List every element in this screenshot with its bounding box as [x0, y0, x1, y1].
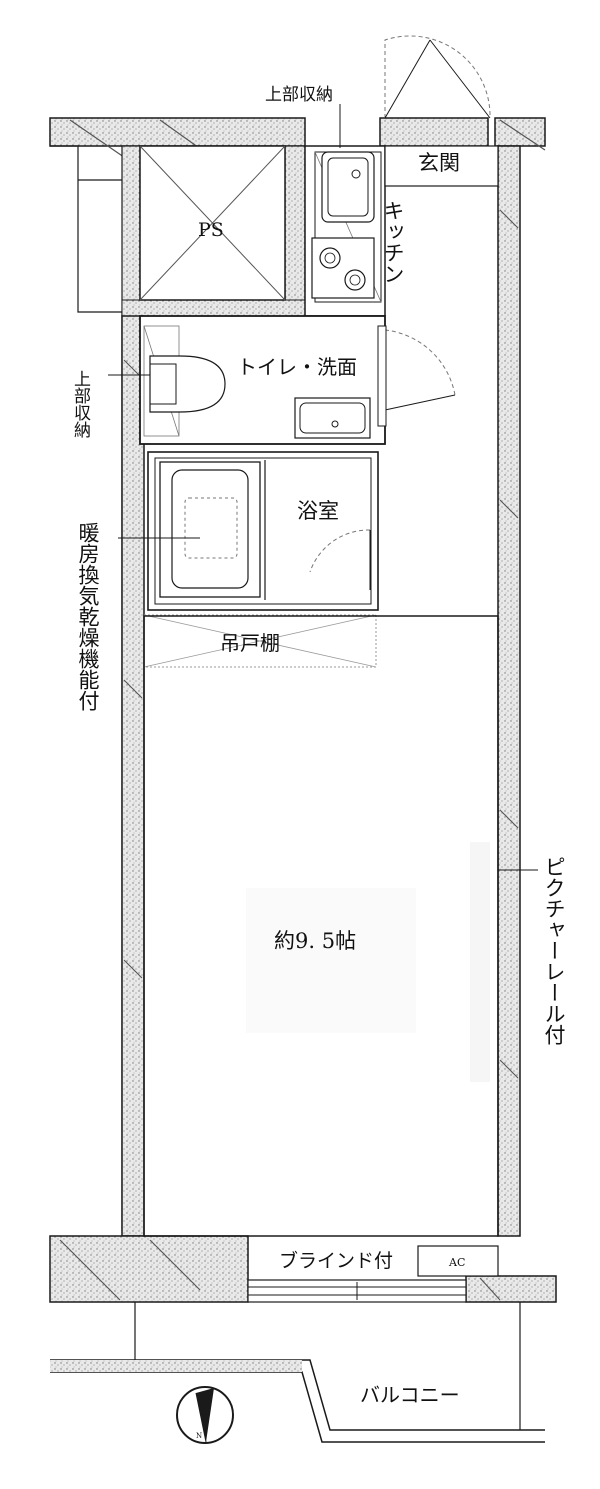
left-wall — [121, 315, 145, 1237]
entrance-area — [384, 35, 499, 187]
bathroom-label: 浴室 — [297, 499, 339, 523]
ps-shaft — [139, 145, 286, 301]
bottom-wall — [49, 1235, 557, 1303]
toilet-washroom-area — [139, 315, 456, 445]
balcony — [50, 1302, 545, 1443]
hanging-cupboard-label: 吊戸棚 — [220, 631, 280, 655]
north-label: N — [196, 1432, 202, 1440]
kitchen-label: キッチン — [381, 200, 405, 284]
main-room — [143, 615, 499, 1277]
balcony-label: バルコニー — [360, 1383, 460, 1407]
blind-label: ブラインド付 — [279, 1249, 393, 1272]
picture-rail-label: ピクチャーレール付 — [542, 856, 566, 1045]
kitchen-area — [304, 145, 386, 317]
heating-ventilation-label: 暖房換気乾燥機能付 — [76, 522, 100, 711]
entrance-label: 玄関 — [418, 151, 460, 175]
leader-lines — [108, 104, 538, 871]
upper-storage-left-label: 上部収納 — [70, 370, 91, 439]
north-arrow: N — [176, 1386, 234, 1444]
ps-label: PS — [198, 219, 224, 241]
toilet-washroom-label: トイレ・洗面 — [237, 355, 357, 379]
bathroom-area — [147, 451, 379, 611]
right-wall — [497, 145, 521, 1237]
upper-storage-top-label: 上部収納 — [265, 85, 333, 105]
room-size-label: 約9. 5帖 — [274, 929, 356, 953]
ac-label: AC — [448, 1256, 465, 1269]
